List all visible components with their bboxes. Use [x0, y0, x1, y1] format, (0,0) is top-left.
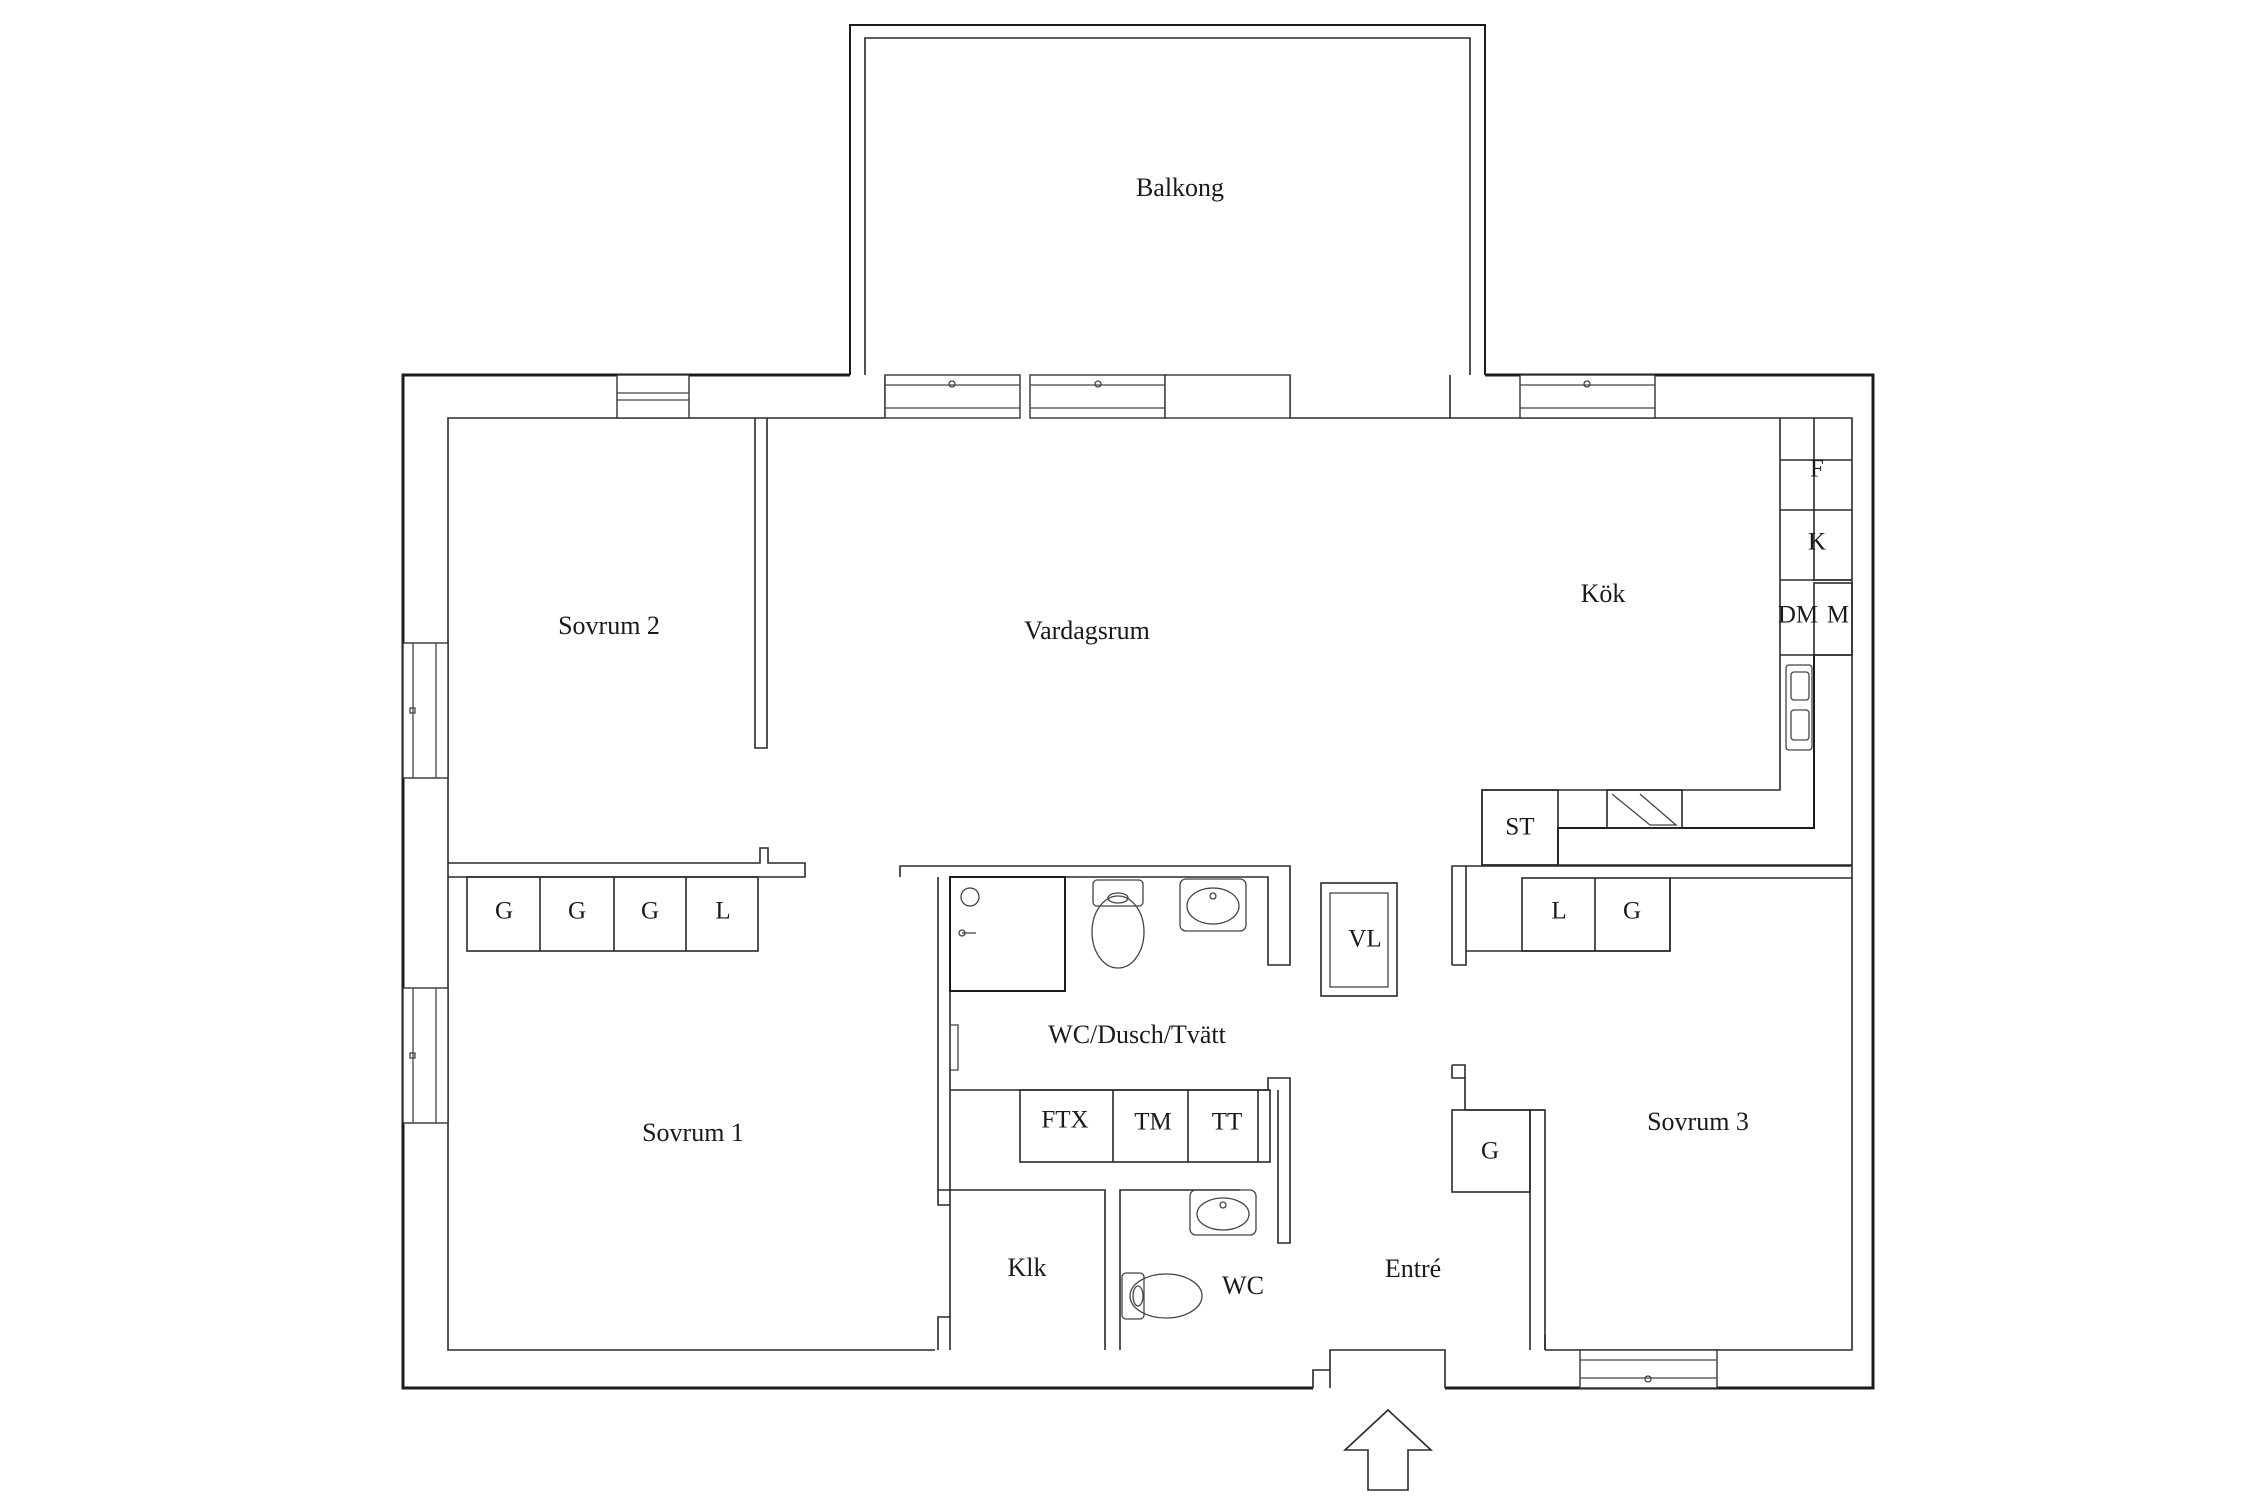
outer-walls — [401, 373, 1875, 1390]
room-label-balkong: Balkong — [1136, 173, 1224, 202]
room-label-sovrum-1: Sovrum 1 — [642, 1118, 744, 1147]
balcony — [849, 24, 1486, 375]
fixture-label-tt: TT — [1212, 1109, 1243, 1136]
fixture-label-f: F — [1810, 456, 1824, 483]
toilet-icon — [1091, 879, 1145, 969]
linen-closet-label: L — [715, 898, 730, 925]
room-label-kok: Kök — [1581, 579, 1626, 608]
toilet-icon — [1121, 1272, 1203, 1320]
fixture-label-dm: DM — [1778, 602, 1818, 629]
shower-icon — [949, 876, 1066, 992]
fixture-label-vl: VL — [1348, 926, 1381, 953]
fixture-label-m: M — [1827, 602, 1849, 629]
window-icon — [1519, 374, 1656, 419]
wardrobe-label: G — [568, 898, 586, 925]
fixtures — [949, 664, 1813, 1320]
window-icon — [1164, 374, 1291, 419]
room-label-entre: Entré — [1385, 1254, 1441, 1283]
sink-icon — [1189, 1189, 1257, 1236]
windows — [402, 374, 1718, 1389]
wardrobe-label: G — [1481, 1138, 1499, 1165]
sink-icon — [1179, 878, 1247, 932]
window-icon — [1029, 374, 1166, 419]
vl-fixture — [1320, 882, 1398, 997]
window-icon — [884, 374, 1021, 419]
window-icon — [402, 642, 449, 779]
interior-walls — [448, 418, 1853, 1350]
wardrobe-label: G — [1623, 898, 1641, 925]
wardrobe-label: G — [641, 898, 659, 925]
room-label-sovrum-3: Sovrum 3 — [1647, 1107, 1749, 1136]
fixture-label-ftx: FTX — [1041, 1107, 1088, 1134]
kitchen-sink-icon — [1785, 664, 1813, 751]
fixture-label-k: K — [1808, 529, 1826, 556]
fixture-label-tm: TM — [1134, 1109, 1172, 1136]
linen-closet-label: L — [1551, 898, 1566, 925]
fixture-label-st: ST — [1505, 814, 1534, 841]
fixture-labels: F K DM M ST VL FTX TM TT G G G L L G G — [495, 456, 1849, 1165]
room-label-vardagsrum: Vardagsrum — [1024, 616, 1150, 645]
room-label-klk: Klk — [1008, 1253, 1047, 1282]
window-icon — [402, 987, 449, 1124]
room-labels: Balkong Vardagsrum Kök Sovrum 2 Sovrum 1… — [558, 173, 1749, 1300]
entrance-arrow-icon — [1342, 1408, 1434, 1491]
room-label-wc: WC — [1222, 1271, 1264, 1300]
room-label-sovrum-2: Sovrum 2 — [558, 611, 660, 640]
window-icon — [616, 374, 690, 419]
door-marker — [949, 1024, 959, 1071]
room-label-wc-dusch-tvatt: WC/Dusch/Tvätt — [1048, 1020, 1226, 1049]
window-icon — [1579, 1349, 1718, 1389]
wardrobe-label: G — [495, 898, 513, 925]
